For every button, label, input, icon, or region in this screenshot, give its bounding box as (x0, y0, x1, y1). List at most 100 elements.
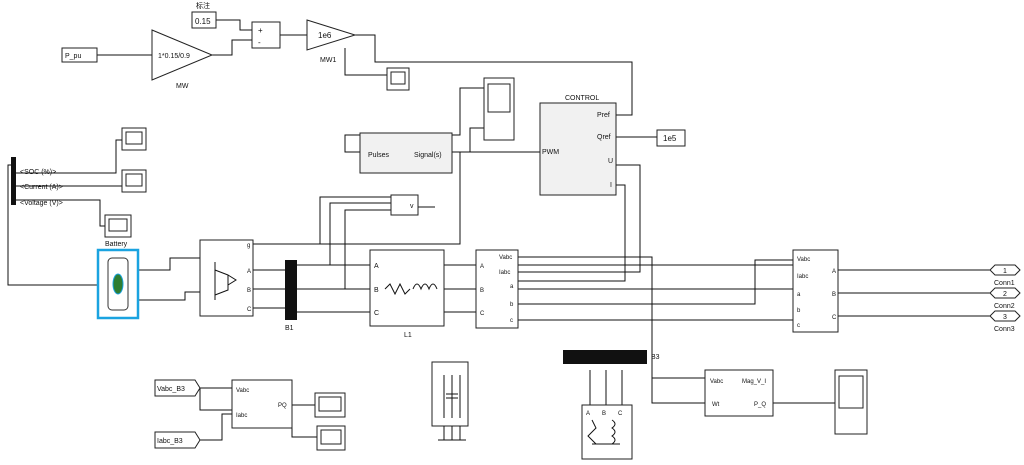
load-icon (587, 419, 620, 445)
mag-v-i: Mag_V_I (742, 379, 766, 385)
gain-1e6-block[interactable] (306, 19, 357, 51)
scope-current-screen (125, 173, 143, 187)
conn3-port[interactable]: 3 (989, 310, 1021, 322)
m2-A: A (832, 269, 836, 275)
load-b: B (602, 411, 606, 417)
constant-value: 0.15 (195, 17, 211, 26)
sum-measure[interactable] (390, 194, 419, 216)
scope-pq-2-screen (320, 429, 342, 445)
mag-wt: Wt (712, 402, 720, 408)
m1-vabc: Vabc (499, 255, 512, 261)
gain-mw-label: 1*0.15/0.9 (158, 53, 190, 60)
conn2-port[interactable]: 2 (989, 287, 1021, 299)
conn3-label: Conn3 (994, 326, 1015, 333)
m1-b: b (510, 302, 514, 308)
control-subsystem[interactable] (539, 102, 617, 196)
inverter-block[interactable] (199, 239, 254, 317)
l1-b: B (374, 287, 379, 294)
pq-iabc: Iabc (236, 413, 247, 419)
load-c: C (618, 411, 623, 417)
vi-measurement-2[interactable] (792, 249, 839, 333)
vi-measurement-1[interactable] (475, 249, 519, 329)
mw1-label: MW1 (320, 57, 336, 64)
l1-a: A (374, 263, 379, 270)
m2-B: B (832, 292, 836, 298)
m1-a: a (510, 284, 514, 290)
conn1-port[interactable]: 1 (989, 264, 1021, 276)
scope-soc-screen (125, 131, 143, 145)
sum-measure-v: v (410, 203, 414, 210)
const-qref-value: 1e5 (663, 134, 677, 143)
pwm-pulses: Pulses (368, 152, 390, 159)
const-title: 标注 (196, 1, 210, 10)
inv-a: A (247, 269, 251, 275)
inv-g: g (247, 243, 250, 249)
rl-icon (384, 282, 438, 296)
scope-pq-1-screen (318, 396, 342, 412)
gain-1e6-label: 1e6 (318, 31, 332, 40)
battery-label: Battery (105, 241, 128, 248)
m2-iabc: Iabc (797, 274, 808, 280)
b3-label: B3 (651, 354, 660, 361)
sum-minus: - (258, 38, 261, 47)
pwm-signal: Signal(s) (414, 152, 442, 159)
from-p-pu[interactable] (61, 47, 98, 63)
m2-vabc: Vabc (797, 257, 810, 263)
m1-c: c (510, 318, 513, 324)
inv-b: B (247, 288, 251, 294)
from-vabc-b3[interactable] (154, 379, 201, 397)
control-title: CONTROL (565, 95, 599, 102)
scope-pq-right-screen (838, 375, 864, 409)
conn1-num: 1 (1003, 268, 1007, 275)
scope-top-screen (487, 83, 511, 113)
mag-vi-block[interactable] (704, 369, 774, 417)
wires (7, 19, 995, 441)
mag-vabc: Vabc (710, 379, 723, 385)
sum-block[interactable] (251, 21, 281, 49)
rc-load-terminals (438, 426, 466, 441)
m2-a: a (797, 292, 801, 298)
m1-iabc: Iabc (499, 270, 510, 276)
bus-selector[interactable] (11, 157, 16, 205)
l1-block[interactable] (369, 249, 445, 327)
rc-load-block[interactable] (431, 361, 469, 427)
l1-label: L1 (404, 332, 412, 339)
m2-b: b (797, 308, 801, 314)
conn2-num: 2 (1003, 291, 1007, 298)
const-qref[interactable] (656, 129, 686, 147)
igbt-icon (214, 262, 237, 300)
sum-plus: + (258, 26, 263, 35)
from-iabc-b3[interactable] (154, 431, 201, 449)
m1-A: A (480, 264, 484, 270)
scope-voltage-screen (108, 218, 128, 232)
m2-c: c (797, 323, 800, 329)
conn2-label: Conn2 (994, 303, 1015, 310)
constant-block[interactable] (191, 11, 217, 29)
pq-vabc: Vabc (236, 388, 249, 394)
pwm-generator[interactable] (359, 132, 453, 174)
b1-label: B1 (285, 325, 294, 332)
current-label: <Current (A)> (20, 184, 63, 191)
m1-C: C (480, 311, 485, 317)
bus-b3[interactable] (563, 350, 647, 364)
m1-B: B (480, 288, 484, 294)
pq-calc-block[interactable] (231, 379, 293, 429)
control-pwm: PWM (542, 149, 559, 156)
control-qref: Qref (597, 134, 611, 141)
pq-out: PQ (278, 403, 287, 409)
control-pref: Pref (597, 112, 610, 119)
bus-b1[interactable] (285, 260, 297, 320)
m2-C: C (832, 315, 837, 321)
l1-c: C (374, 310, 379, 317)
scope-mw1-screen (390, 71, 406, 85)
three-phase-load[interactable] (581, 404, 633, 460)
control-i: I (610, 182, 612, 189)
control-u: U (608, 158, 613, 165)
gain-mw-block[interactable] (151, 29, 214, 81)
mw-label: MW (176, 83, 189, 90)
battery-icon (112, 273, 124, 295)
p-pu-label: P_pu (65, 53, 81, 60)
soc-label: <SOC (%)> (20, 169, 56, 176)
load-a: A (586, 411, 590, 417)
